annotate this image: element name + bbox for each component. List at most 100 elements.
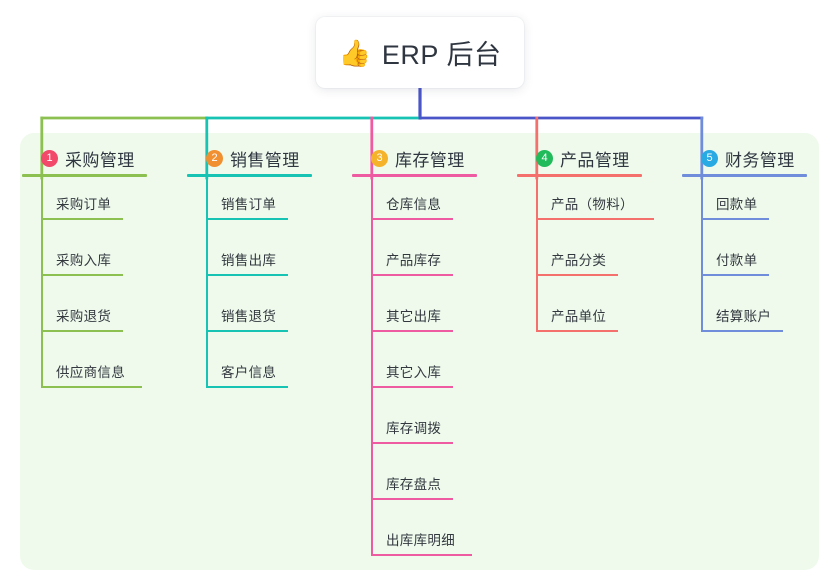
leaf-item[interactable]: 产品单位	[517, 289, 642, 345]
branch-underline-3	[352, 174, 477, 177]
leaf-item-underline	[371, 498, 453, 500]
branch-spine-3	[371, 177, 373, 555]
branch-header-5[interactable]: 5 财务管理	[682, 145, 807, 171]
leaf-item[interactable]: 库存盘点	[352, 457, 477, 513]
leaf-item-underline	[371, 386, 453, 388]
leaf-item-underline	[701, 274, 769, 276]
branch-badge-5: 5	[701, 149, 718, 167]
leaf-item[interactable]: 产品（物料）	[517, 177, 654, 233]
leaf-item-underline	[371, 330, 453, 332]
leaf-item-label: 其它出库	[386, 309, 442, 324]
branch-items-2: 销售订单销售出库销售退货客户信息	[187, 177, 312, 401]
branch-underline-1	[22, 174, 147, 177]
leaf-item-underline	[206, 218, 288, 220]
branch-3: 3 库存管理仓库信息产品库存其它出库其它入库库存调拨库存盘点出库库明细	[352, 145, 477, 569]
leaf-item-underline	[41, 386, 142, 388]
leaf-item-label: 供应商信息	[56, 365, 125, 380]
leaf-item-label: 其它入库	[386, 365, 442, 380]
leaf-item-label: 仓库信息	[386, 197, 442, 212]
branch-spine-2	[206, 177, 208, 387]
branch-items-1: 采购订单采购入库采购退货供应商信息	[22, 177, 147, 401]
branch-2: 2 销售管理销售订单销售出库销售退货客户信息	[187, 145, 312, 401]
leaf-item[interactable]: 结算账户	[682, 289, 807, 345]
branch-4: 4 产品管理产品（物料） 产品分类产品单位	[517, 145, 654, 345]
leaf-item-underline	[206, 274, 288, 276]
branch-spine-1	[41, 177, 43, 387]
branch-badge-1: 1	[41, 149, 58, 167]
branch-label-2: 销售管理	[230, 150, 300, 170]
thumbs-up-icon: 👍	[338, 37, 371, 68]
leaf-item[interactable]: 采购入库	[22, 233, 147, 289]
branch-badge-3: 3	[371, 149, 388, 167]
branch-header-2[interactable]: 2 销售管理	[187, 145, 312, 171]
branch-label-1: 采购管理	[65, 150, 135, 170]
branch-label-5: 财务管理	[725, 150, 795, 170]
leaf-item-label: 客户信息	[221, 365, 277, 380]
branch-spine-5	[701, 177, 703, 331]
leaf-item-underline	[371, 554, 472, 556]
leaf-item-underline	[536, 218, 654, 220]
branch-underline-5	[682, 174, 807, 177]
leaf-item-underline	[206, 386, 288, 388]
branch-underline-2	[187, 174, 312, 177]
branch-items-3: 仓库信息产品库存其它出库其它入库库存调拨库存盘点出库库明细	[352, 177, 477, 569]
leaf-item[interactable]: 客户信息	[187, 345, 312, 401]
branch-1: 1 采购管理采购订单采购入库采购退货供应商信息	[22, 145, 147, 401]
leaf-item-label: 回款单	[716, 197, 758, 212]
leaf-item-label: 销售出库	[221, 253, 277, 268]
leaf-item-label: 销售订单	[221, 197, 277, 212]
leaf-item-label: 结算账户	[716, 309, 772, 324]
leaf-item-label: 采购订单	[56, 197, 112, 212]
branch-items-4: 产品（物料） 产品分类产品单位	[517, 177, 654, 345]
leaf-item[interactable]: 回款单	[682, 177, 807, 233]
leaf-item-underline	[371, 442, 453, 444]
leaf-item[interactable]: 供应商信息	[22, 345, 147, 401]
branch-items-5: 回款单付款单结算账户	[682, 177, 807, 345]
leaf-item-label: 库存调拨	[386, 421, 442, 436]
leaf-item-label: 产品（物料）	[551, 197, 634, 212]
leaf-item[interactable]: 库存调拨	[352, 401, 477, 457]
branch-underline-4	[517, 174, 642, 177]
branch-5: 5 财务管理回款单付款单结算账户	[682, 145, 807, 345]
leaf-item-label: 出库库明细	[386, 533, 455, 548]
leaf-item[interactable]: 销售订单	[187, 177, 312, 233]
leaf-item[interactable]: 产品库存	[352, 233, 477, 289]
branch-spine-4	[536, 177, 538, 331]
leaf-item[interactable]: 销售出库	[187, 233, 312, 289]
leaf-item[interactable]: 采购订单	[22, 177, 147, 233]
branch-header-1[interactable]: 1 采购管理	[22, 145, 147, 171]
branch-badge-4: 4	[536, 149, 553, 167]
leaf-item-label: 产品分类	[551, 253, 607, 268]
leaf-item-underline	[536, 274, 618, 276]
branch-badge-2: 2	[206, 149, 223, 167]
leaf-item-underline	[371, 218, 453, 220]
root-node[interactable]: 👍 ERP 后台	[316, 17, 524, 88]
leaf-item[interactable]: 产品分类	[517, 233, 642, 289]
leaf-item-underline	[206, 330, 288, 332]
root-node-title: ERP 后台	[381, 40, 502, 70]
branch-label-4: 产品管理	[560, 150, 630, 170]
leaf-item-underline	[536, 330, 618, 332]
leaf-item-label: 产品单位	[551, 309, 607, 324]
branch-header-4[interactable]: 4 产品管理	[517, 145, 642, 171]
leaf-item[interactable]: 其它出库	[352, 289, 477, 345]
branch-header-3[interactable]: 3 库存管理	[352, 145, 477, 171]
leaf-item-underline	[41, 330, 123, 332]
leaf-item[interactable]: 其它入库	[352, 345, 477, 401]
leaf-item[interactable]: 采购退货	[22, 289, 147, 345]
leaf-item-label: 库存盘点	[386, 477, 442, 492]
leaf-item[interactable]: 付款单	[682, 233, 807, 289]
leaf-item-underline	[701, 330, 783, 332]
leaf-item[interactable]: 出库库明细	[352, 513, 477, 569]
leaf-item[interactable]: 销售退货	[187, 289, 312, 345]
leaf-item-label: 付款单	[716, 253, 758, 268]
leaf-item-underline	[41, 274, 123, 276]
leaf-item[interactable]: 仓库信息	[352, 177, 477, 233]
leaf-item-label: 采购退货	[56, 309, 112, 324]
branch-label-3: 库存管理	[395, 150, 465, 170]
leaf-item-underline	[701, 218, 769, 220]
leaf-item-underline	[371, 274, 453, 276]
leaf-item-label: 产品库存	[386, 253, 442, 268]
leaf-item-label: 采购入库	[56, 253, 112, 268]
